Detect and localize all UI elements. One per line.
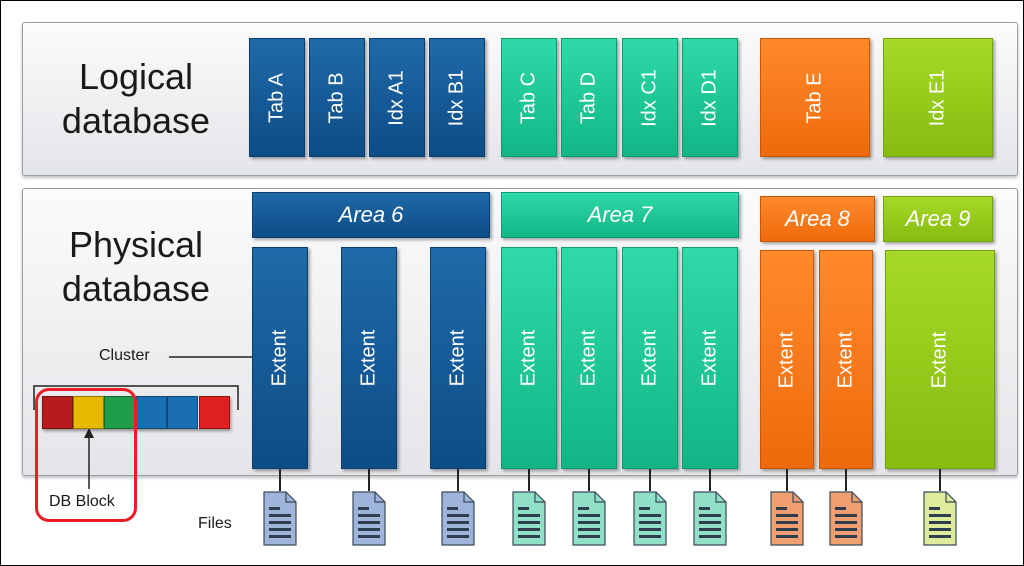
- extent-block: Extent: [561, 247, 617, 469]
- file-connector: [709, 469, 711, 491]
- file-icon: [693, 491, 727, 546]
- logical-object-tab-c: Tab C: [501, 38, 557, 157]
- physical-database-title: Physical database: [61, 224, 211, 309]
- file-icon: [572, 491, 606, 546]
- file-connector: [457, 469, 459, 491]
- cluster-block-strip: [42, 396, 230, 429]
- extent-block: Extent: [819, 250, 873, 469]
- logical-object-tab-d: Tab D: [561, 38, 617, 157]
- file-connector: [368, 469, 370, 491]
- file-icon: [512, 491, 546, 546]
- logical-object-tab-b: Tab B: [309, 38, 365, 157]
- db-block-highlight: [35, 388, 137, 522]
- extent-block: Extent: [252, 247, 308, 469]
- logical-object-idx-a1: Idx A1: [369, 38, 425, 157]
- logical-object-idx-c1: Idx C1: [622, 38, 678, 157]
- file-icon: [633, 491, 667, 546]
- file-connector: [279, 469, 281, 491]
- file-connector: [649, 469, 651, 491]
- cluster-db-block: [104, 396, 135, 429]
- logical-object-tab-e: Tab E: [760, 38, 870, 157]
- file-connector: [786, 469, 788, 491]
- extent-block: Extent: [622, 247, 678, 469]
- file-icon: [923, 491, 957, 546]
- cluster-db-block: [199, 396, 230, 429]
- extent-block: Extent: [501, 247, 557, 469]
- area-7-header: Area 7: [501, 192, 739, 238]
- cluster-label: Cluster: [99, 347, 150, 364]
- db-block-label: DB Block: [49, 493, 115, 510]
- file-connector: [528, 469, 530, 491]
- files-label: Files: [198, 515, 232, 532]
- logical-database-title: Logical database: [61, 56, 211, 141]
- extent-block: Extent: [341, 247, 397, 469]
- file-icon: [441, 491, 475, 546]
- cluster-db-block: [73, 396, 104, 429]
- extent-block: Extent: [430, 247, 486, 469]
- logical-object-idx-b1: Idx B1: [429, 38, 485, 157]
- file-connector: [939, 469, 941, 491]
- extent-block: Extent: [760, 250, 814, 469]
- cluster-db-block: [167, 396, 198, 429]
- extent-block: Extent: [885, 250, 995, 469]
- file-connector: [845, 469, 847, 491]
- cluster-db-block: [136, 396, 167, 429]
- area-8-header: Area 8: [760, 196, 875, 242]
- file-icon: [770, 491, 804, 546]
- logical-object-idx-d1: Idx D1: [682, 38, 738, 157]
- file-icon: [263, 491, 297, 546]
- file-connector: [588, 469, 590, 491]
- file-icon: [352, 491, 386, 546]
- area-9-header: Area 9: [883, 196, 993, 242]
- area-6-header: Area 6: [252, 192, 490, 238]
- logical-object-idx-e1: Idx E1: [883, 38, 993, 157]
- logical-object-tab-a: Tab A: [249, 38, 305, 157]
- file-icon: [829, 491, 863, 546]
- extent-block: Extent: [682, 247, 738, 469]
